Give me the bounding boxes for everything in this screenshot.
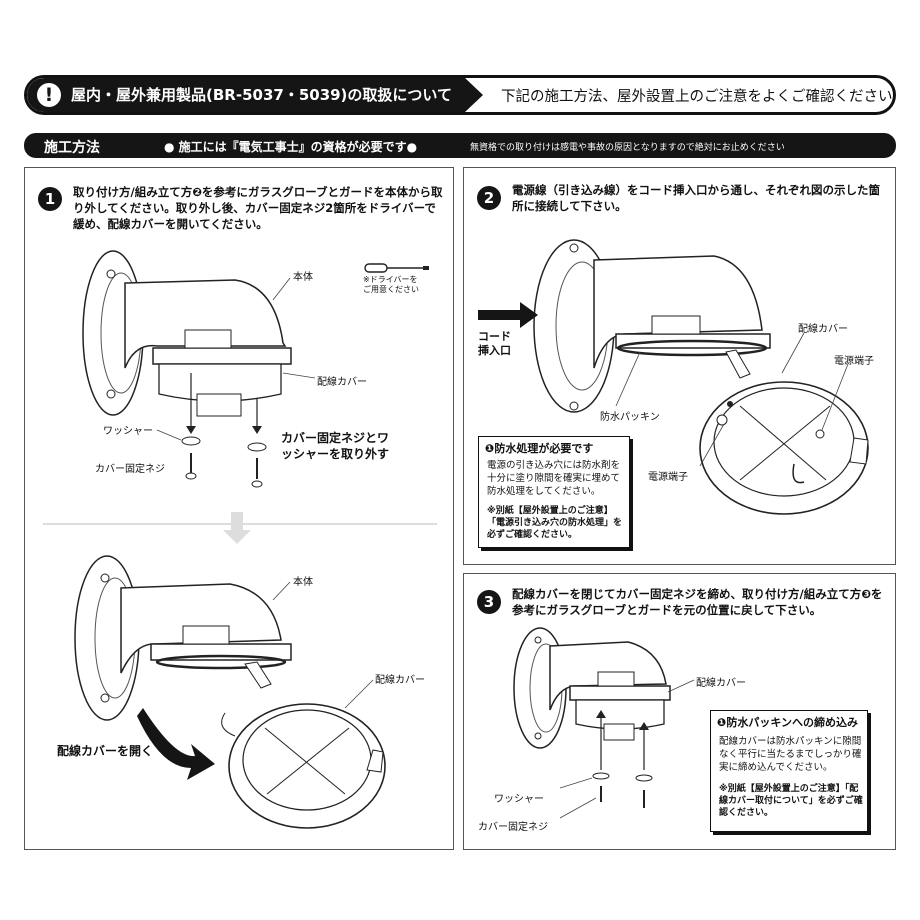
header-banner: ! 屋内・屋外兼用製品(BR-5037・5039)の取扱について 下記の施工方法… <box>24 75 896 115</box>
step2-text: 電源線（引き込み線）をコード挿入口から通し、それぞれ図の示した箇所に接続して下さ… <box>512 183 880 213</box>
waterproof-note-ref: ※別紙【屋外設置上のご注意】「電源引き込み穴の防水処理」を必ずご確認ください。 <box>487 506 623 540</box>
label-open-cover: 配線カバーを開く <box>57 744 154 758</box>
label-cover: 配線カバー <box>798 324 848 335</box>
step2-panel: 2 電源線（引き込み線）をコード挿入口から通し、それぞれ図の示した箇所に接続して… <box>463 167 896 565</box>
packing-note-body: 配線カバーは防水パッキンに隙間なく平行に当たるまでしっかり確実に締め込んでくださ… <box>719 736 862 773</box>
waterproof-note: ❶防水処理が必要です 電源の引き込み穴には防水剤を十分に塗り隙間を確実に埋めて防… <box>478 436 630 548</box>
section-title: 施工方法 <box>44 140 100 156</box>
step1-text: 取り付け方/組み立て方❷を参考にガラスグローブとガードを本体から取り外してくださ… <box>73 185 443 231</box>
section-warning: 無資格での取り付けは感電や事故の原因となりますので絶対にお止めください <box>470 143 785 153</box>
label-screw: カバー固定ネジ <box>478 822 548 833</box>
step2-number: 2 <box>477 186 501 210</box>
label-body-bottom: 本体 <box>293 577 313 588</box>
exclamation-icon: ! <box>37 83 61 107</box>
waterproof-note-title: ❶防水処理が必要です <box>485 442 594 455</box>
section-bar: 施工方法 ● 施工には『電気工事士』の資格が必要です● 無資格での取り付けは感電… <box>24 133 896 158</box>
fixture-removal-illustration <box>43 250 437 829</box>
packing-note-title: ❶防水パッキンへの締め込み <box>717 716 858 729</box>
label-washer: ワッシャー <box>494 794 544 805</box>
label-cord-inlet: コード挿入口 <box>478 330 511 357</box>
step3-text: 配線カバーを閉じてカバー固定ネジを締め、取り付け方/組み立て方❸を参考にガラスグ… <box>512 587 883 617</box>
step1-panel: 1 取り付け方/組み立て方❷を参考にガラスグローブとガードを本体から取り外してく… <box>24 167 454 850</box>
screwdriver-icon <box>364 263 429 273</box>
label-washer: ワッシャー <box>103 426 153 437</box>
label-cover: 配線カバー <box>696 678 746 689</box>
packing-note: ❶防水パッキンへの締め込み 配線カバーは防水パッキンに隙間なく平行に当たるまでし… <box>710 710 868 832</box>
header-note: 下記の施工方法、屋外設置上のご注意をよくご確認ください。 <box>501 89 896 105</box>
waterproof-note-body: 電源の引き込み穴には防水剤を十分に塗り隙間を確実に埋めて防水処理をしてください。 <box>487 460 621 497</box>
label-cover-top: 配線カバー <box>317 377 367 388</box>
section-requirement: ● 施工には『電気工事士』の資格が必要です● <box>164 140 418 154</box>
label-body-top: 本体 <box>293 272 313 283</box>
step1-number: 1 <box>38 187 62 211</box>
header-title-block: ! 屋内・屋外兼用製品(BR-5037・5039)の取扱について <box>27 78 483 112</box>
label-screw: カバー固定ネジ <box>95 464 165 475</box>
step3-panel: 3 配線カバーを閉じてカバー固定ネジを締め、取り付け方/組み立て方❸を参考にガラ… <box>463 573 896 850</box>
label-remove: カバー固定ネジとワッシャーを取り外す <box>281 431 390 461</box>
label-terminal-right: 電源端子 <box>834 356 874 367</box>
packing-note-ref: ※別紙【屋外設置上のご注意】「配線カバー取付について」を必ずご確認ください。 <box>719 784 863 818</box>
header-title: 屋内・屋外兼用製品(BR-5037・5039)の取扱について <box>71 86 452 104</box>
step3-number: 3 <box>477 590 501 614</box>
label-terminal-left: 電源端子 <box>648 472 688 483</box>
close-cover-illustration <box>513 627 695 819</box>
label-cover-bottom: 配線カバー <box>375 675 425 686</box>
label-packing: 防水パッキン <box>600 412 660 423</box>
wiring-illustration <box>478 239 869 515</box>
screwdriver-note: ※ドライバーをご用意ください <box>363 275 419 294</box>
